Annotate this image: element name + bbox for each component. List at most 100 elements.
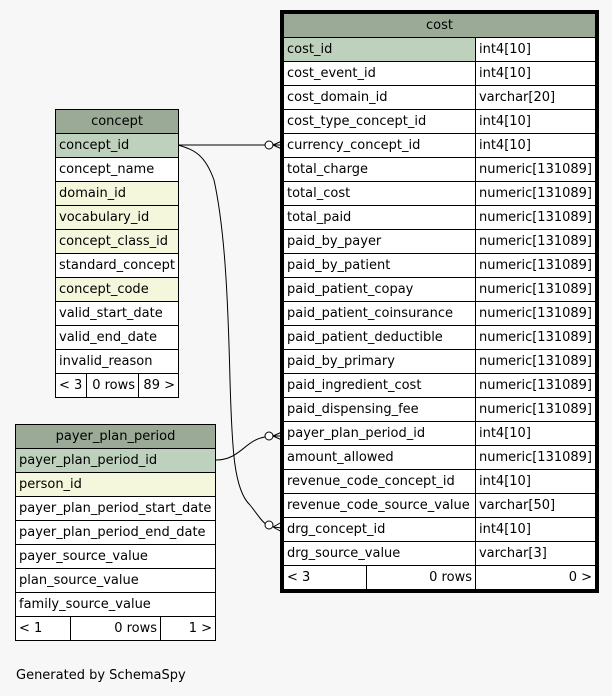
column-name: paid_by_patient bbox=[283, 253, 476, 278]
cell: 0 rows bbox=[69, 616, 162, 641]
cell: 89 > bbox=[138, 373, 179, 398]
table-header[interactable]: concept bbox=[55, 109, 179, 134]
column-type: int4[10] bbox=[474, 421, 597, 446]
column-row[interactable]: domain_id bbox=[55, 181, 179, 206]
cell: 0 rows bbox=[429, 570, 472, 585]
column-name: paid_patient_copay bbox=[283, 277, 476, 302]
column-row[interactable]: payer_plan_period_end_date bbox=[15, 520, 216, 545]
column-name: cost_type_concept_id bbox=[283, 109, 476, 134]
column-type: varchar[3] bbox=[474, 541, 597, 566]
column-row[interactable]: concept_class_id bbox=[55, 229, 179, 254]
column-name: total_cost bbox=[283, 181, 476, 206]
table-name: concept bbox=[55, 109, 179, 134]
column-name: plan_source_value bbox=[15, 568, 216, 593]
column-row[interactable]: family_source_value bbox=[15, 592, 216, 617]
column-row[interactable]: standard_concept bbox=[55, 253, 179, 278]
column-row[interactable]: payer_plan_period_id bbox=[15, 448, 216, 473]
column-name: drg_source_value bbox=[283, 541, 476, 566]
column-type: numeric[131089] bbox=[474, 253, 597, 278]
column-row[interactable]: concept_name bbox=[55, 157, 179, 182]
column-row[interactable]: person_id bbox=[15, 472, 216, 497]
column-type: varchar[50] bbox=[474, 493, 597, 518]
column-name: concept_id bbox=[55, 133, 179, 158]
column-name: paid_ingredient_cost bbox=[283, 373, 476, 398]
relation-concept-drg bbox=[177, 144, 267, 525]
column-name: invalid_reason bbox=[55, 349, 179, 374]
column-name: payer_plan_period_id bbox=[15, 448, 216, 473]
column-name: total_paid bbox=[283, 205, 476, 230]
column-type: numeric[131089] bbox=[474, 157, 597, 182]
column-name: valid_start_date bbox=[55, 301, 179, 326]
cell: 1 > bbox=[160, 616, 216, 641]
column-name: amount_allowed bbox=[283, 445, 476, 470]
table-header[interactable]: payer_plan_period bbox=[15, 424, 216, 449]
column-name: payer_source_value bbox=[15, 544, 216, 569]
column-row[interactable]: vocabulary_id bbox=[55, 205, 179, 230]
column-name: concept_code bbox=[55, 277, 179, 302]
table-header[interactable]: cost bbox=[283, 13, 596, 38]
zero-many-icon bbox=[264, 520, 274, 530]
column-type: numeric[131089] bbox=[474, 325, 597, 350]
column-row[interactable]: valid_end_date bbox=[55, 325, 179, 350]
column-name: paid_patient_coinsurance bbox=[283, 301, 476, 326]
column-row[interactable]: payer_plan_period_start_date bbox=[15, 496, 216, 521]
column-name: standard_concept bbox=[55, 253, 179, 278]
column-type: numeric[131089] bbox=[474, 229, 597, 254]
column-row[interactable]: concept_code bbox=[55, 277, 179, 302]
column-type: int4[10] bbox=[474, 61, 597, 86]
column-row[interactable]: payer_source_value bbox=[15, 544, 216, 569]
column-type: int4[10] bbox=[474, 469, 597, 494]
column-name: currency_concept_id bbox=[283, 133, 476, 158]
column-row[interactable]: concept_id bbox=[55, 133, 179, 158]
table-name: payer_plan_period bbox=[15, 424, 216, 449]
column-type: varchar[20] bbox=[474, 85, 597, 110]
column-name: cost_event_id bbox=[283, 61, 476, 86]
column-type: numeric[131089] bbox=[474, 301, 597, 326]
column-name: total_charge bbox=[283, 157, 476, 182]
column-name: paid_dispensing_fee bbox=[283, 397, 476, 422]
column-type: int4[10] bbox=[474, 517, 597, 542]
column-name: drg_concept_id bbox=[283, 517, 476, 542]
column-name: valid_end_date bbox=[55, 325, 179, 350]
column-type: numeric[131089] bbox=[474, 277, 597, 302]
column-name: concept_name bbox=[55, 157, 179, 182]
column-row[interactable]: plan_source_value bbox=[15, 568, 216, 593]
column-row[interactable]: invalid_reason bbox=[55, 349, 179, 374]
column-name: vocabulary_id bbox=[55, 205, 179, 230]
column-name: paid_by_primary bbox=[283, 349, 476, 374]
column-row[interactable]: valid_start_date bbox=[55, 301, 179, 326]
column-name: domain_id bbox=[55, 181, 179, 206]
column-name: person_id bbox=[15, 472, 216, 497]
column-name: payer_plan_period_end_date bbox=[15, 520, 216, 545]
column-type: numeric[131089] bbox=[474, 349, 597, 374]
column-type: int4[10] bbox=[474, 133, 597, 158]
column-name: payer_plan_period_id bbox=[283, 421, 476, 446]
